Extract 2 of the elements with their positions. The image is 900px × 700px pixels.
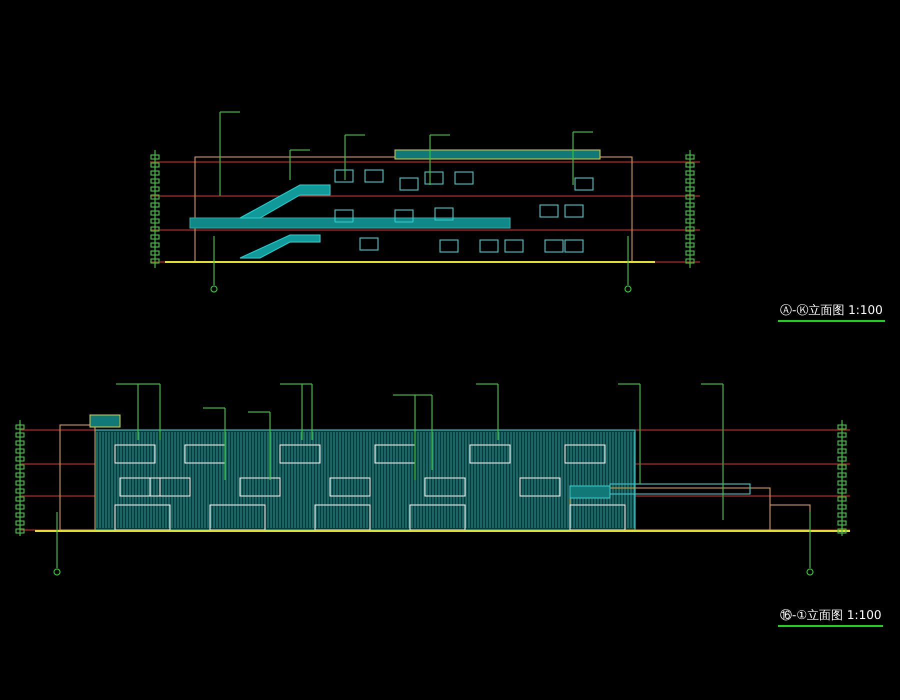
view-title: ⑯-①立面图 1:100 bbox=[778, 607, 884, 627]
view-title: Ⓐ-Ⓚ立面图 1:100 bbox=[778, 302, 885, 322]
